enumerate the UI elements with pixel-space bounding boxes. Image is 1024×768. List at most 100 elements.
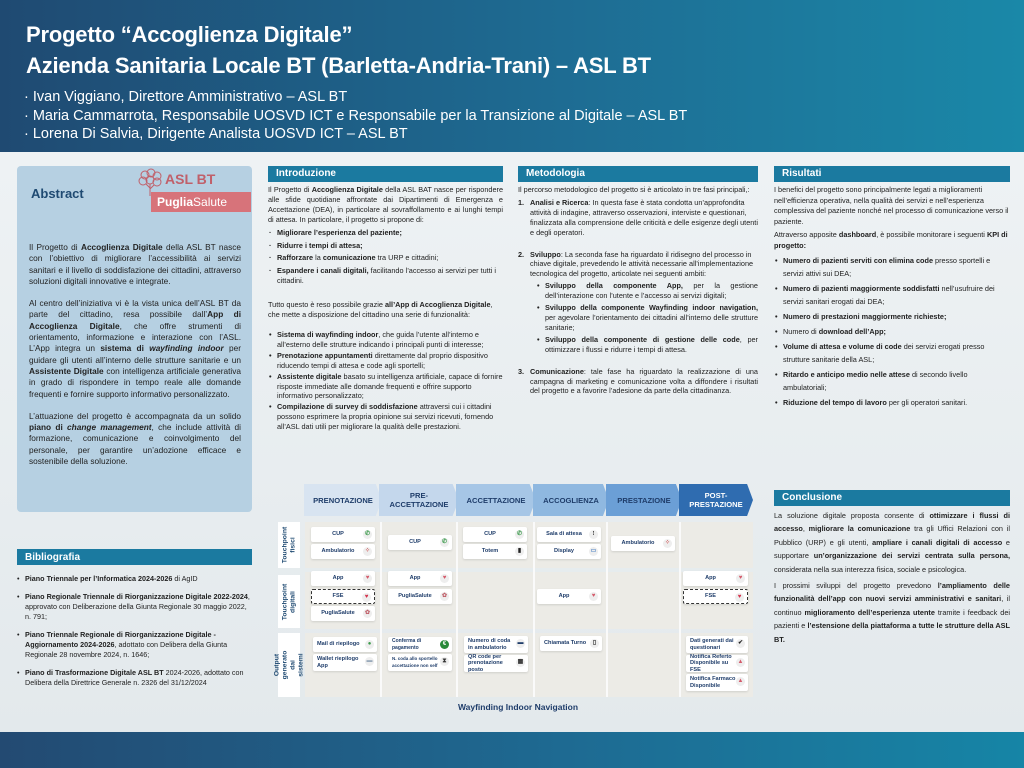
authors-list: · Ivan Viggiano, Direttore Amministrativ… (24, 88, 687, 144)
chip-mail-riepilogo: Mail di riepilogo● (313, 637, 377, 652)
chip-numero-coda: Numero di coda in ambulatorio▬ (464, 636, 528, 653)
stage-post-prestazione: POST- PRESTAZIONE (679, 484, 753, 516)
poster-subtitle: Azienda Sanitaria Locale BT (Barletta-An… (26, 53, 651, 78)
heart-icon: ♥ (363, 574, 372, 583)
tree-icon: ✿ (363, 609, 372, 618)
author: · Ivan Viggiano, Direttore Amministrativ… (24, 89, 348, 105)
poster-footer (0, 732, 1024, 768)
chip-totem: Totem▮ (463, 544, 527, 559)
introduzione-section: Introduzione Il Progetto di Accoglienza … (268, 166, 503, 432)
intro-paragraph: Tutto questo è reso possibile grazie all… (268, 300, 493, 320)
abstract-paragraph: Al centro dell’iniziativa vi è la vista … (29, 298, 241, 399)
goal-item: Rafforzare la comunicazione tra URP e ci… (268, 253, 503, 263)
abstract-paragraph: Il Progetto di Accoglienza Digitale dell… (29, 242, 242, 286)
conclusione-section: Conclusione La soluzione digitale propos… (774, 490, 1010, 646)
kpi-list: Numero di pazienti serviti con elimina c… (774, 254, 1010, 409)
chip-wallet-riepilogo: Wallet riepilogo App▬ (313, 654, 377, 671)
divider (380, 522, 382, 697)
qr-code-icon: ▦ (516, 658, 525, 667)
bell-icon: ▲ (736, 658, 745, 667)
conclusione-paragraph: La soluzione digitale proposta consente … (774, 511, 1010, 574)
chip-app: App♥ (683, 571, 748, 586)
abstract-paragraph: L’attuazione del progetto è accompagnata… (29, 410, 241, 467)
divider (606, 522, 608, 697)
chip-cup: CUP✆ (388, 535, 452, 550)
risultati-section: Risultati I benefici del progetto sono p… (774, 166, 1010, 409)
bibliografia-item: Piano Regionale Triennale di Riorganizza… (17, 592, 252, 622)
phone-icon: ✆ (363, 530, 372, 539)
author: · Maria Cammarrota, Responsabile UOSVD I… (24, 107, 688, 124)
feature-item: Compilazione di survey di soddisfazione … (268, 402, 503, 432)
asl-bt-logo: ASL BT PugliaSalute (133, 168, 251, 212)
step-item: 2.Sviluppo: La seconda fase ha riguardat… (518, 250, 758, 355)
step-item: 1.Analisi e Ricerca: In questa fase è st… (518, 197, 758, 237)
stage-prestazione: PRESTAZIONE (606, 484, 682, 516)
substep-item: Sviluppo della componente Wayfinding ind… (536, 303, 758, 333)
logo-band-regular: Salute (193, 195, 228, 209)
conclusione-paragraph: I prossimi sviluppi del progetto prevedo… (774, 581, 1011, 644)
chip-notifica-farmaco: Notifica Farmaco Disponibile▲ (686, 674, 748, 691)
bibliografia-item: Piano Triennale per l’Informatica 2024-2… (17, 574, 252, 584)
metodologia-steps: 1.Analisi e Ricerca: In questa fase è st… (518, 198, 758, 396)
euro-icon: € (440, 640, 449, 649)
mail-icon: ● (365, 640, 374, 649)
stage-prenotazione: PRENOTAZIONE (304, 484, 382, 516)
introduzione-title: Introduzione (268, 166, 503, 182)
heart-icon: ♥ (736, 574, 745, 583)
chip-n-coda-sportello: N. coda allo sportello accettazione non … (388, 654, 452, 671)
bibliografia-title: Bibliografia (17, 549, 252, 565)
logo-band-bold: Puglia (157, 195, 194, 209)
feature-item: Assistente digitale basato su intelligen… (268, 372, 503, 402)
phone-icon: ✆ (515, 530, 524, 539)
abstract-body: Il Progetto di Accoglienza Digitale dell… (29, 242, 241, 478)
logo-band: PugliaSalute (151, 192, 251, 212)
substep-item: Sviluppo della componente di gestione de… (536, 335, 758, 355)
people-icon: ⁘ (663, 539, 672, 548)
row-label-output-sistemi: Output generato dai sistemi (273, 633, 304, 697)
logo-text: ASL BT (165, 171, 216, 187)
phone-icon: ✆ (440, 538, 449, 547)
risultati-paragraph: Attraverso apposite dashboard, è possibi… (774, 230, 1008, 250)
band-digitali (305, 572, 753, 629)
chip-notifica-referto: Notifica Referto Disponibile su FSE▲ (686, 654, 748, 673)
stage-accoglienza: ACCOGLIENZA (533, 484, 609, 516)
divider (533, 522, 535, 697)
bell-icon: ▲ (736, 677, 745, 686)
journey-diagram: PRENOTAZIONE PRE- ACCETTAZIONE ACCETTAZI… (273, 484, 758, 720)
people-icon: ⁘ (363, 547, 372, 556)
author: · Lorena Di Salvia, Dirigente Analista U… (24, 126, 408, 142)
chip-pugliasalute: PugliaSalute✿ (311, 606, 375, 621)
chip-fse: FSE♥ (311, 589, 375, 604)
metodologia-title: Metodologia (518, 166, 758, 182)
metodologia-intro: Il percorso metodologico del progetto si… (518, 185, 750, 194)
risultati-paragraph: I benefici del progetto sono principalme… (774, 185, 1009, 226)
feature-item: Sistema di wayfinding indoor, che guida … (268, 330, 503, 350)
chip-cup: CUP✆ (311, 527, 375, 542)
stage-pre-accettazione: PRE- ACCETTAZIONE (379, 484, 459, 516)
substep-item: Sviluppo della componente App, per la ge… (536, 281, 758, 301)
conclusione-title: Conclusione (774, 490, 1010, 506)
chip-ambulatorio: Ambulatorio⁘ (611, 536, 675, 551)
kpi-item: Volume di attesa e volume di code dei se… (774, 340, 1010, 366)
smartphone-icon: ▯ (590, 639, 599, 648)
chip-pugliasalute: PugliaSalute✿ (388, 589, 452, 604)
bibliografia-item: Piano Triennale Regionale di Riorganizza… (17, 630, 252, 660)
chip-fse: FSE♥ (683, 589, 748, 604)
row-label-touchpoint-digitali: Touchpoint digitali (278, 575, 300, 628)
poster-header: Progetto “Accoglienza Digitale” Azienda … (0, 0, 1024, 152)
bibliografia-section: Bibliografia Piano Triennale per l’Infor… (17, 549, 252, 696)
chip-app: App♥ (388, 571, 452, 586)
goal-item: Espandere i canali digitali, facilitando… (268, 266, 503, 286)
divider (456, 522, 458, 697)
chip-ambulatorio: Ambulatorio⁘ (311, 544, 375, 559)
abstract-panel: Abstract ASL BT PugliaSalute Il Progetto… (17, 166, 252, 512)
chip-qr-code: QR code per prenotazione posto▦ (464, 654, 528, 673)
step-item: 3.Comunicazione: tale fase ha riguardato… (518, 366, 758, 396)
chip-cup: CUP✆ (463, 527, 527, 542)
kpi-item: Ritardo e anticipo medio nelle attese di… (774, 368, 1010, 394)
display-icon: ▭ (589, 547, 598, 556)
tree-icon (138, 168, 162, 196)
heart-icon: ♥ (589, 592, 598, 601)
band-output (305, 633, 753, 697)
bibliografia-list: Piano Triennale per l’Informatica 2024-2… (17, 574, 252, 688)
